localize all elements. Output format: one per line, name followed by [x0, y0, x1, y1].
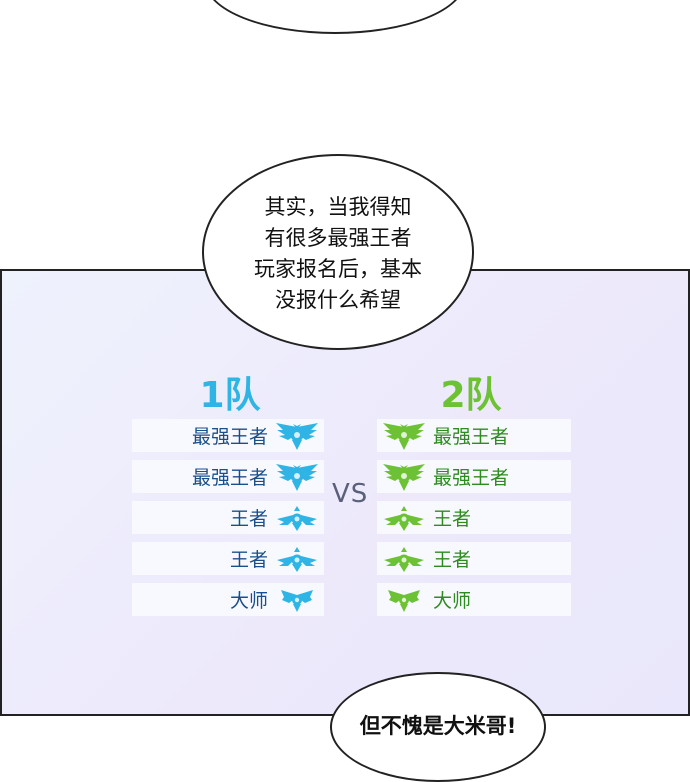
challenger-emblem-icon [381, 421, 427, 451]
challenger-emblem-icon [381, 462, 427, 492]
team1-row: 王者 [132, 542, 324, 575]
rank-label: 王者 [433, 549, 472, 571]
speech-bubble-top [205, 0, 465, 34]
challenger-emblem-icon [274, 462, 320, 492]
team2-row: 大师 [377, 583, 571, 616]
grandmaster-emblem-icon [274, 503, 320, 533]
rank-label: 大师 [229, 590, 268, 612]
rank-label: 最强王者 [433, 467, 510, 489]
rank-label: 王者 [229, 549, 268, 571]
grandmaster-emblem-icon [381, 544, 427, 574]
team2-row: 最强王者 [377, 460, 571, 493]
team2-row: 王者 [377, 501, 571, 534]
team1-row: 王者 [132, 501, 324, 534]
grandmaster-emblem-icon [274, 544, 320, 574]
vs-label: VS [332, 479, 369, 509]
speech-line: 没报什么希望 [275, 288, 401, 312]
rank-label: 大师 [433, 590, 472, 612]
grandmaster-emblem-icon [381, 503, 427, 533]
team1-row: 最强王者 [132, 419, 324, 452]
team1-row: 大师 [132, 583, 324, 616]
challenger-emblem-icon [274, 421, 320, 451]
speech-bubble-bottom: 但不愧是大米哥! [330, 672, 546, 782]
speech-line: 其实，当我得知 [264, 195, 412, 219]
master-emblem-icon [381, 585, 427, 615]
master-emblem-icon [274, 585, 320, 615]
rank-label: 王者 [229, 508, 268, 530]
rank-label: 最强王者 [191, 426, 268, 448]
rank-label: 王者 [433, 508, 472, 530]
team2-title: 2队 [440, 375, 502, 416]
speech-text: 其实，当我得知 有很多最强王者 玩家报名后，基本 没报什么希望 [254, 192, 422, 316]
speech-line: 玩家报名后，基本 [254, 257, 422, 281]
speech-text-bottom: 但不愧是大米哥! [359, 714, 517, 738]
rank-label: 最强王者 [191, 467, 268, 489]
team2-row: 最强王者 [377, 419, 571, 452]
speech-line: 有很多最强王者 [264, 226, 412, 250]
team1-row: 最强王者 [132, 460, 324, 493]
speech-bubble-main: 其实，当我得知 有很多最强王者 玩家报名后，基本 没报什么希望 [202, 154, 474, 350]
team2-row: 王者 [377, 542, 571, 575]
rank-label: 最强王者 [433, 426, 510, 448]
team1-title: 1队 [199, 375, 261, 416]
